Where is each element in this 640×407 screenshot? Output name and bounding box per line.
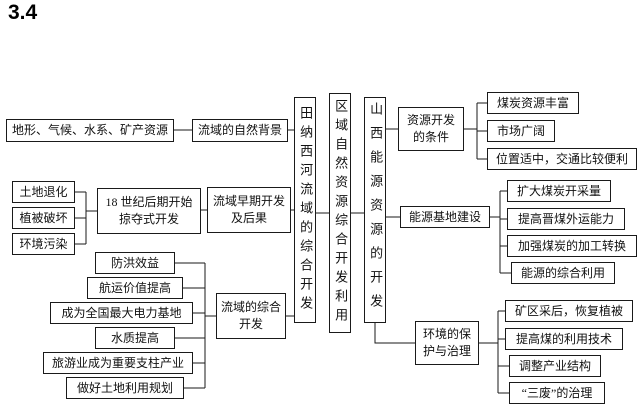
node-terrain-climate-factors: 地形、气候、水系、矿产资源 <box>6 119 174 142</box>
node-center-root: 区域自然资源综合开发利用 <box>329 93 351 333</box>
node-flood-control: 防洪效益 <box>95 252 175 274</box>
node-broad-market: 市场广阔 <box>487 120 555 142</box>
node-land-degradation: 土地退化 <box>12 181 75 203</box>
node-tourism-pillar: 旅游业成为重要支柱产业 <box>43 352 193 374</box>
node-early-development: 流域早期开发及后果 <box>207 187 291 233</box>
node-location-transport: 位置适中，交通比较便利 <box>487 148 637 170</box>
node-coal-tech: 提高煤的利用技术 <box>505 328 623 350</box>
node-power-base: 成为全国最大电力基地 <box>50 302 193 324</box>
node-coal-processing: 加强煤炭的加工转换 <box>507 235 637 257</box>
node-three-wastes: “三废”的治理 <box>509 382 605 404</box>
node-water-quality: 水质提高 <box>95 327 175 349</box>
node-basin-natural-background: 流域的自然背景 <box>192 119 288 142</box>
node-environment-protection: 环境的保护与治理 <box>415 321 479 365</box>
node-environment-pollution: 环境污染 <box>12 233 75 255</box>
node-industry-structure: 调整产业结构 <box>509 355 601 377</box>
node-energy-utilization: 能源的综合利用 <box>511 262 615 284</box>
node-development-conditions: 资源开发的条件 <box>398 107 464 151</box>
node-coal-transport: 提高晋煤外运能力 <box>507 208 625 230</box>
node-shanxi-root: 山西能源资源的开发 <box>364 97 386 323</box>
node-predatory-development: 18 世纪后期开始掠夺式开发 <box>97 188 201 234</box>
node-tennessee-root: 田纳西河流域的综合开发 <box>294 97 316 323</box>
node-rich-coal: 煤炭资源丰富 <box>487 92 579 114</box>
node-comprehensive-development: 流域的综合开发 <box>216 293 286 339</box>
node-land-use-planning: 做好土地利用规划 <box>66 377 184 399</box>
page-title: 3.4 <box>8 1 38 24</box>
node-expand-mining: 扩大煤炭开采量 <box>507 180 611 202</box>
node-shipping-value: 航运价值提高 <box>87 277 183 299</box>
node-energy-base-construction: 能源基地建设 <box>400 206 490 228</box>
node-restore-vegetation: 矿区采后，恢复植被 <box>505 300 633 322</box>
connector-path <box>75 102 511 394</box>
node-vegetation-destruction: 植被破坏 <box>12 207 75 229</box>
